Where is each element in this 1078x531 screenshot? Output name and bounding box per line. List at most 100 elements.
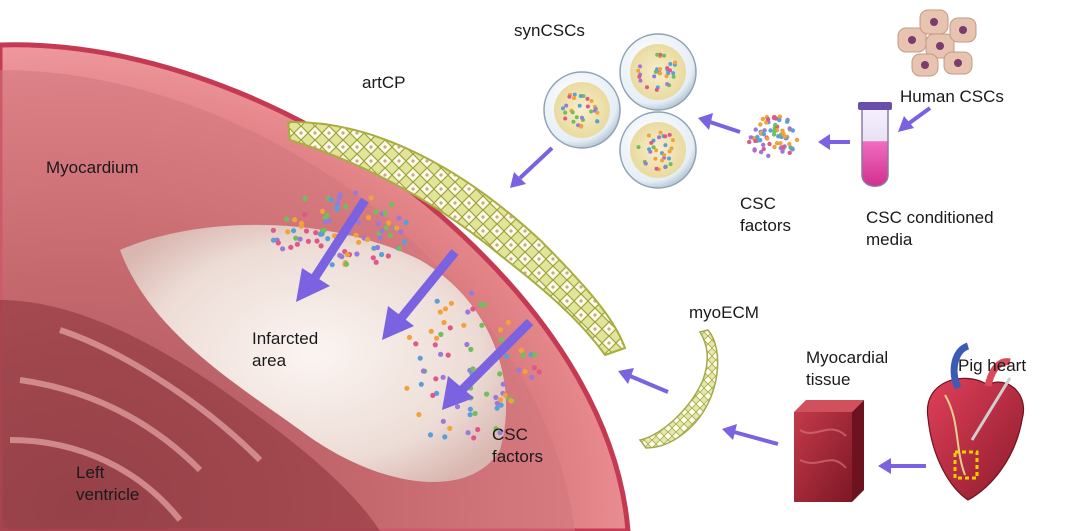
factor-particle (270, 237, 277, 243)
human-cscs-cells (897, 9, 977, 77)
factor-particle (430, 392, 436, 398)
factor-particle (374, 244, 381, 251)
factor-particle (379, 251, 385, 258)
factor-particle (777, 114, 783, 119)
factor-particle (643, 161, 648, 166)
factor-particle (438, 351, 444, 357)
factor-particle (328, 197, 334, 203)
factor-particle (420, 368, 426, 374)
factor-particle (470, 306, 476, 312)
factor-particle (385, 253, 391, 259)
factor-particle (767, 141, 772, 147)
pig-heart (926, 342, 1025, 501)
arrow-diffusion-2 (394, 249, 459, 325)
factor-particle (668, 62, 673, 66)
factor-particle (663, 165, 668, 170)
factor-particle (417, 355, 423, 361)
factor-particle (447, 425, 453, 431)
factor-particle (665, 66, 670, 71)
factor-particle (298, 223, 304, 229)
arrow-human-to-tube (906, 106, 932, 126)
factor-particle (563, 110, 568, 115)
factor-particle (434, 335, 440, 341)
arrow-diffusion-1 (308, 197, 369, 285)
factor-particle (652, 74, 657, 79)
factor-particle (275, 240, 281, 246)
factor-particle (293, 235, 299, 241)
factor-particle (440, 374, 446, 380)
factor-particle (305, 238, 311, 244)
factor-particle (776, 134, 781, 139)
sphere-factor-dots (561, 52, 678, 172)
factor-particle (472, 410, 478, 417)
factor-particle (532, 352, 538, 358)
factor-particle (370, 255, 376, 261)
factor-particle (343, 203, 349, 210)
process-arrows (510, 106, 932, 474)
label-syncscs: synCSCs (514, 21, 585, 40)
arrow-diffusion-1-head (296, 268, 330, 302)
factor-particle (445, 352, 451, 358)
factor-particle (638, 78, 643, 83)
factor-particle (433, 376, 439, 382)
factor-particle (387, 232, 393, 238)
csc-factor-cluster (747, 114, 800, 158)
csc-factor-particles (270, 190, 542, 441)
factor-particle (418, 381, 424, 387)
trabeculae (9, 327, 263, 522)
factor-particle (314, 238, 320, 244)
factor-particle (780, 145, 786, 150)
factor-particle (464, 341, 470, 348)
label-human-cscs: Human CSCs (900, 87, 1004, 106)
factor-particle (343, 261, 350, 267)
factor-particle (762, 128, 767, 133)
factor-particle (294, 241, 300, 247)
label-myoecm: myoECM (689, 303, 759, 322)
factor-particle (747, 139, 752, 145)
factor-particle (344, 252, 350, 258)
factor-particle (280, 246, 286, 252)
factor-particle (761, 132, 766, 137)
factor-particle (766, 153, 771, 158)
factor-particle (658, 52, 663, 57)
factor-particle (671, 71, 676, 76)
label-csc-conditioned-media: CSC conditioned media (866, 208, 994, 249)
factor-particle (646, 133, 651, 138)
factor-particle (285, 229, 291, 235)
factor-particle (752, 147, 757, 152)
factor-particle (748, 135, 753, 140)
factor-particle (319, 231, 325, 237)
factor-particle (571, 119, 576, 124)
factor-particle (497, 430, 503, 436)
factor-particle (337, 192, 343, 198)
factor-particle (383, 225, 390, 231)
factor-particle (654, 87, 659, 92)
factor-particle (653, 156, 658, 161)
factor-particle (564, 103, 569, 108)
factor-particle (651, 145, 656, 150)
factor-particle (662, 153, 667, 157)
factor-particle (303, 228, 310, 234)
factor-particle (373, 259, 379, 265)
factor-particle (302, 195, 308, 202)
label-pig-heart: Pig heart (958, 356, 1027, 375)
factor-particle (302, 212, 308, 218)
factor-particle (655, 67, 659, 72)
factor-particle (667, 156, 671, 161)
factor-particle (479, 322, 485, 328)
factor-particle (658, 71, 662, 76)
arrow-diffusion-2-head (382, 306, 414, 340)
factor-particle (448, 300, 454, 306)
factor-particle (329, 262, 335, 268)
factor-particle (396, 215, 402, 221)
factor-particle (413, 341, 419, 347)
factor-particle (505, 319, 511, 326)
factor-particle (655, 52, 660, 57)
factor-particle (324, 212, 330, 218)
factor-particle (337, 252, 343, 258)
factor-particle (497, 371, 503, 377)
factor-particle (595, 110, 600, 115)
factor-particle (434, 298, 440, 304)
factor-particle (396, 245, 402, 252)
